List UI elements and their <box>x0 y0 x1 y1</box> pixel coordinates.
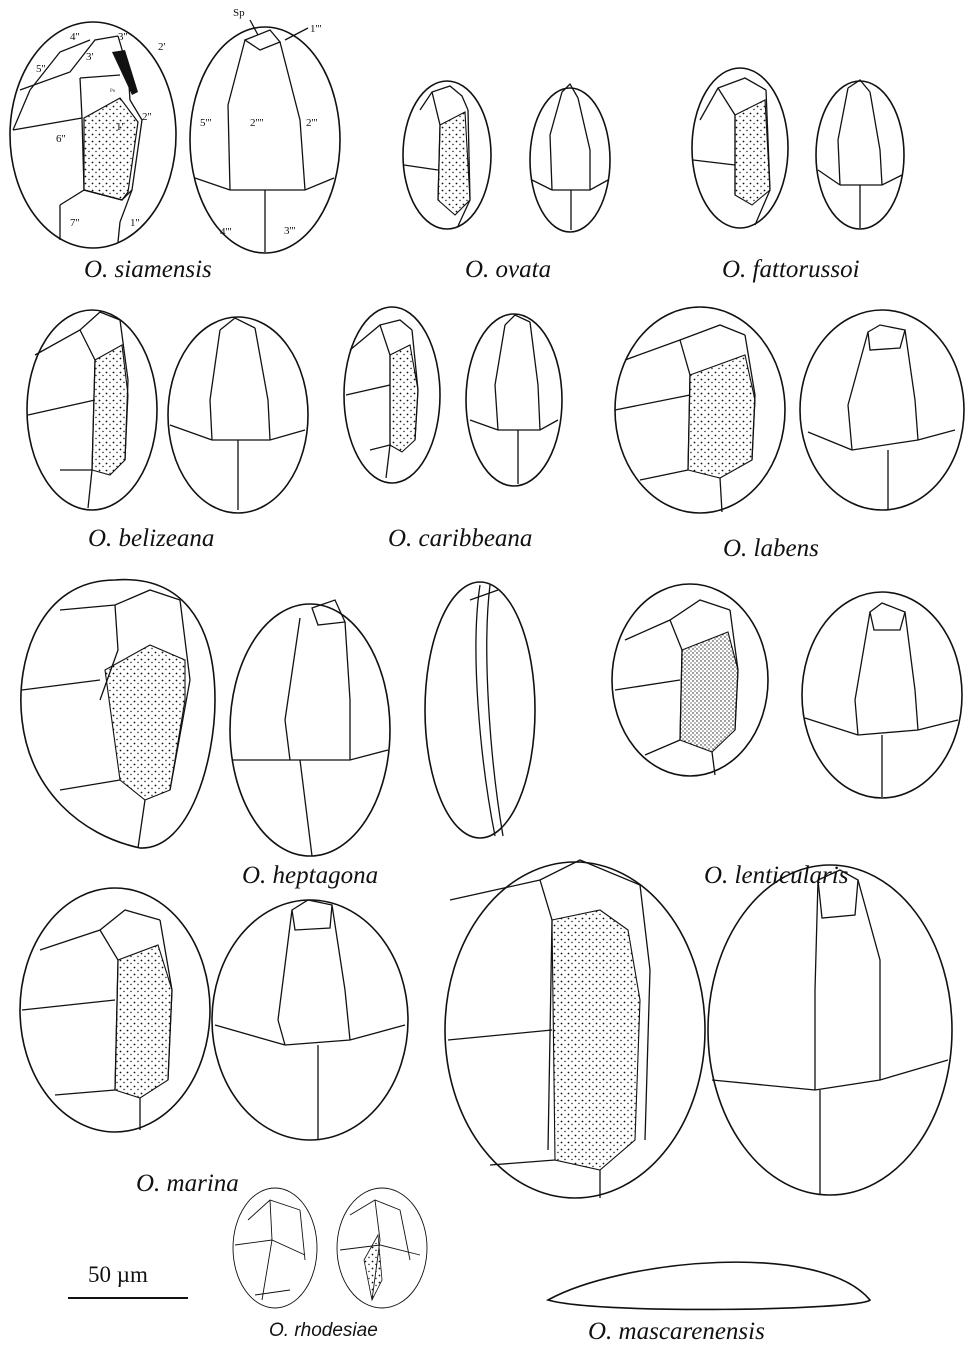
rhodesiae-hypotheca-cell <box>233 1188 317 1308</box>
belizeana-hypotheca-cell <box>168 317 308 513</box>
lenticularis-epitheca-cell <box>612 584 768 776</box>
species-label-marina: O. marina <box>136 1170 239 1198</box>
species-label-lenticularis: O. lenticularis <box>704 862 848 890</box>
scale-bar <box>68 1297 188 1299</box>
label-plate-po: Po <box>110 89 116 94</box>
caribbeana-epitheca-cell <box>344 307 440 483</box>
label-plate-2p: 2' <box>158 41 166 53</box>
heptagona-hypotheca-cell <box>230 600 390 856</box>
label-plate-1p: 1' <box>116 121 124 133</box>
species-label-mascarenensis: O. mascarenensis <box>588 1318 765 1346</box>
fattorussoi-epitheca-cell <box>692 68 788 228</box>
heptagona-lateral-cell <box>425 582 535 838</box>
label-plate-2dp: 2'' <box>142 111 151 123</box>
species-label-heptagona: O. heptagona <box>242 862 378 890</box>
label-plate-2qp: 2'''' <box>250 117 263 129</box>
mascarenensis-apical-view <box>548 1262 870 1309</box>
labens-epitheca-cell <box>615 307 785 513</box>
fattorussoi-hypotheca-cell <box>816 80 904 229</box>
scale-bar-label: 50 µm <box>88 1262 148 1288</box>
label-plate-2tp: 2''' <box>306 117 317 129</box>
label-plate-1tp: 1''' <box>310 23 321 35</box>
species-label-labens: O. labens <box>723 535 819 563</box>
labens-hypotheca-cell <box>800 310 964 510</box>
mascarenensis-hypotheca-cell <box>708 865 952 1195</box>
label-plate-1dp: 1'' <box>130 217 139 229</box>
label-plate-4dp: 4'' <box>70 31 79 43</box>
label-plate-5tp: 5''' <box>200 117 211 129</box>
label-plate-6dp: 6'' <box>56 133 65 145</box>
species-label-rhodesiae: O. rhodesiae <box>269 1320 378 1342</box>
marina-epitheca-cell <box>20 888 210 1132</box>
rhodesiae-epitheca-cell <box>337 1188 427 1308</box>
label-sp: Sp <box>233 7 245 19</box>
species-label-siamensis: O. siamensis <box>84 256 212 284</box>
caribbeana-hypotheca-cell <box>466 314 562 486</box>
lenticularis-hypotheca-cell <box>802 592 962 798</box>
label-plate-4tp: 4''' <box>220 226 231 238</box>
belizeana-epitheca-cell <box>27 310 157 510</box>
species-label-fattorussoi: O. fattorussoi <box>722 256 860 284</box>
ovata-epitheca-cell <box>403 81 491 229</box>
label-plate-3p: 3' <box>86 51 94 63</box>
species-label-belizeana: O. belizeana <box>88 525 214 553</box>
label-plate-7dp: 7'' <box>70 217 79 229</box>
siamensis-hypotheca-cell <box>190 20 340 253</box>
species-label-ovata: O. ovata <box>465 256 551 284</box>
label-plate-3dp: 3'' <box>118 31 127 43</box>
species-label-caribbeana: O. caribbeana <box>388 525 532 553</box>
ovata-hypotheca-cell <box>530 84 610 232</box>
label-plate-5dp: 5'' <box>36 63 45 75</box>
label-plate-3tp: 3''' <box>284 225 295 237</box>
heptagona-epitheca-cell <box>21 580 215 848</box>
mascarenensis-epitheca-cell <box>445 860 705 1198</box>
marina-hypotheca-cell <box>212 900 408 1140</box>
